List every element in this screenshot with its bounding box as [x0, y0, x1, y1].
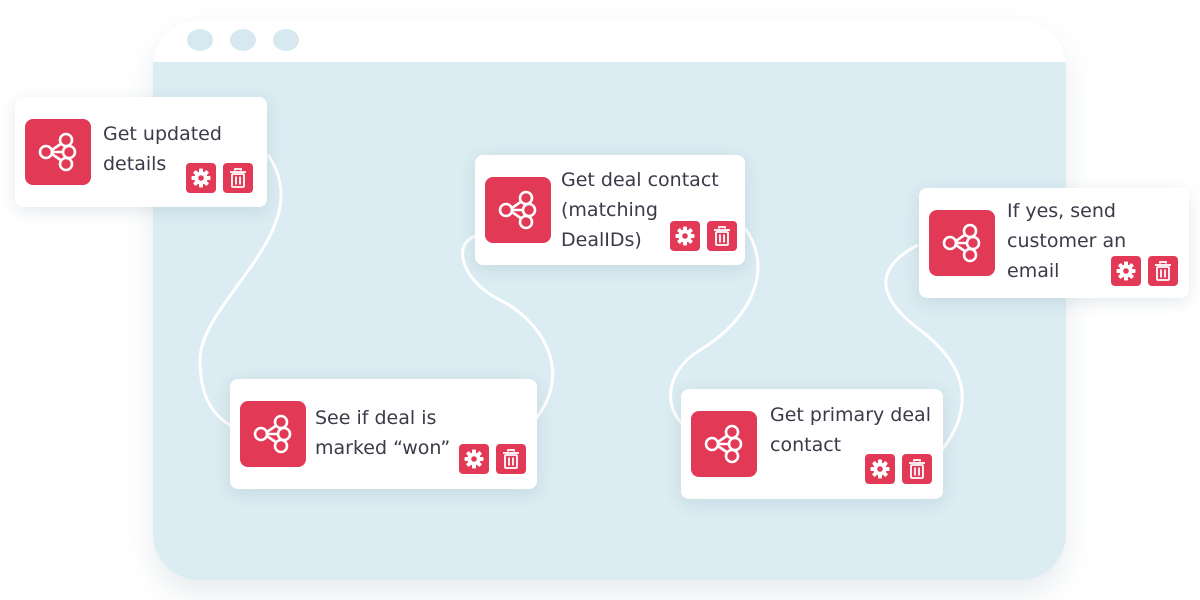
- settings-button[interactable]: [865, 454, 895, 484]
- connector-wire: [198, 154, 283, 432]
- share-network-icon: [929, 210, 995, 276]
- settings-button[interactable]: [670, 221, 700, 251]
- window-titlebar: [153, 20, 1066, 62]
- delete-button[interactable]: [1148, 256, 1178, 286]
- step-label: See if deal is marked “won”: [315, 407, 451, 459]
- workflow-step-card[interactable]: Get primary deal contact: [681, 389, 943, 499]
- trash-icon: [909, 459, 925, 479]
- settings-button[interactable]: [1111, 256, 1141, 286]
- trash-icon: [230, 168, 246, 188]
- share-network-icon: [485, 177, 551, 243]
- share-network-icon: [691, 411, 757, 477]
- connector-wire: [461, 233, 555, 421]
- gear-icon: [1116, 261, 1136, 281]
- step-label: Get updated details: [103, 123, 222, 175]
- window-dot[interactable]: [273, 29, 299, 51]
- gear-icon: [675, 226, 695, 246]
- trash-icon: [1155, 261, 1171, 281]
- workflow-step-card[interactable]: If yes, send customer an email: [919, 188, 1189, 298]
- workflow-step-card[interactable]: Get deal contact (matching DealIDs): [475, 155, 745, 265]
- delete-button[interactable]: [902, 454, 932, 484]
- delete-button[interactable]: [223, 163, 253, 193]
- window-dot[interactable]: [187, 29, 213, 51]
- step-label: If yes, send customer an email: [1007, 200, 1127, 282]
- settings-button[interactable]: [186, 163, 216, 193]
- delete-button[interactable]: [707, 221, 737, 251]
- connector-wire: [669, 227, 760, 432]
- window-dot[interactable]: [230, 29, 256, 51]
- connector-wire: [884, 243, 964, 451]
- gear-icon: [191, 168, 211, 188]
- step-label: Get primary deal contact: [770, 404, 931, 456]
- workflow-step-card[interactable]: See if deal is marked “won”: [230, 379, 537, 489]
- delete-button[interactable]: [496, 444, 526, 474]
- gear-icon: [464, 449, 484, 469]
- trash-icon: [503, 449, 519, 469]
- gear-icon: [870, 459, 890, 479]
- share-network-icon: [25, 119, 91, 185]
- step-label: Get deal contact (matching DealIDs): [561, 169, 719, 251]
- trash-icon: [714, 226, 730, 246]
- settings-button[interactable]: [459, 444, 489, 474]
- workflow-step-card[interactable]: Get updated details: [15, 97, 267, 207]
- share-network-icon: [240, 401, 306, 467]
